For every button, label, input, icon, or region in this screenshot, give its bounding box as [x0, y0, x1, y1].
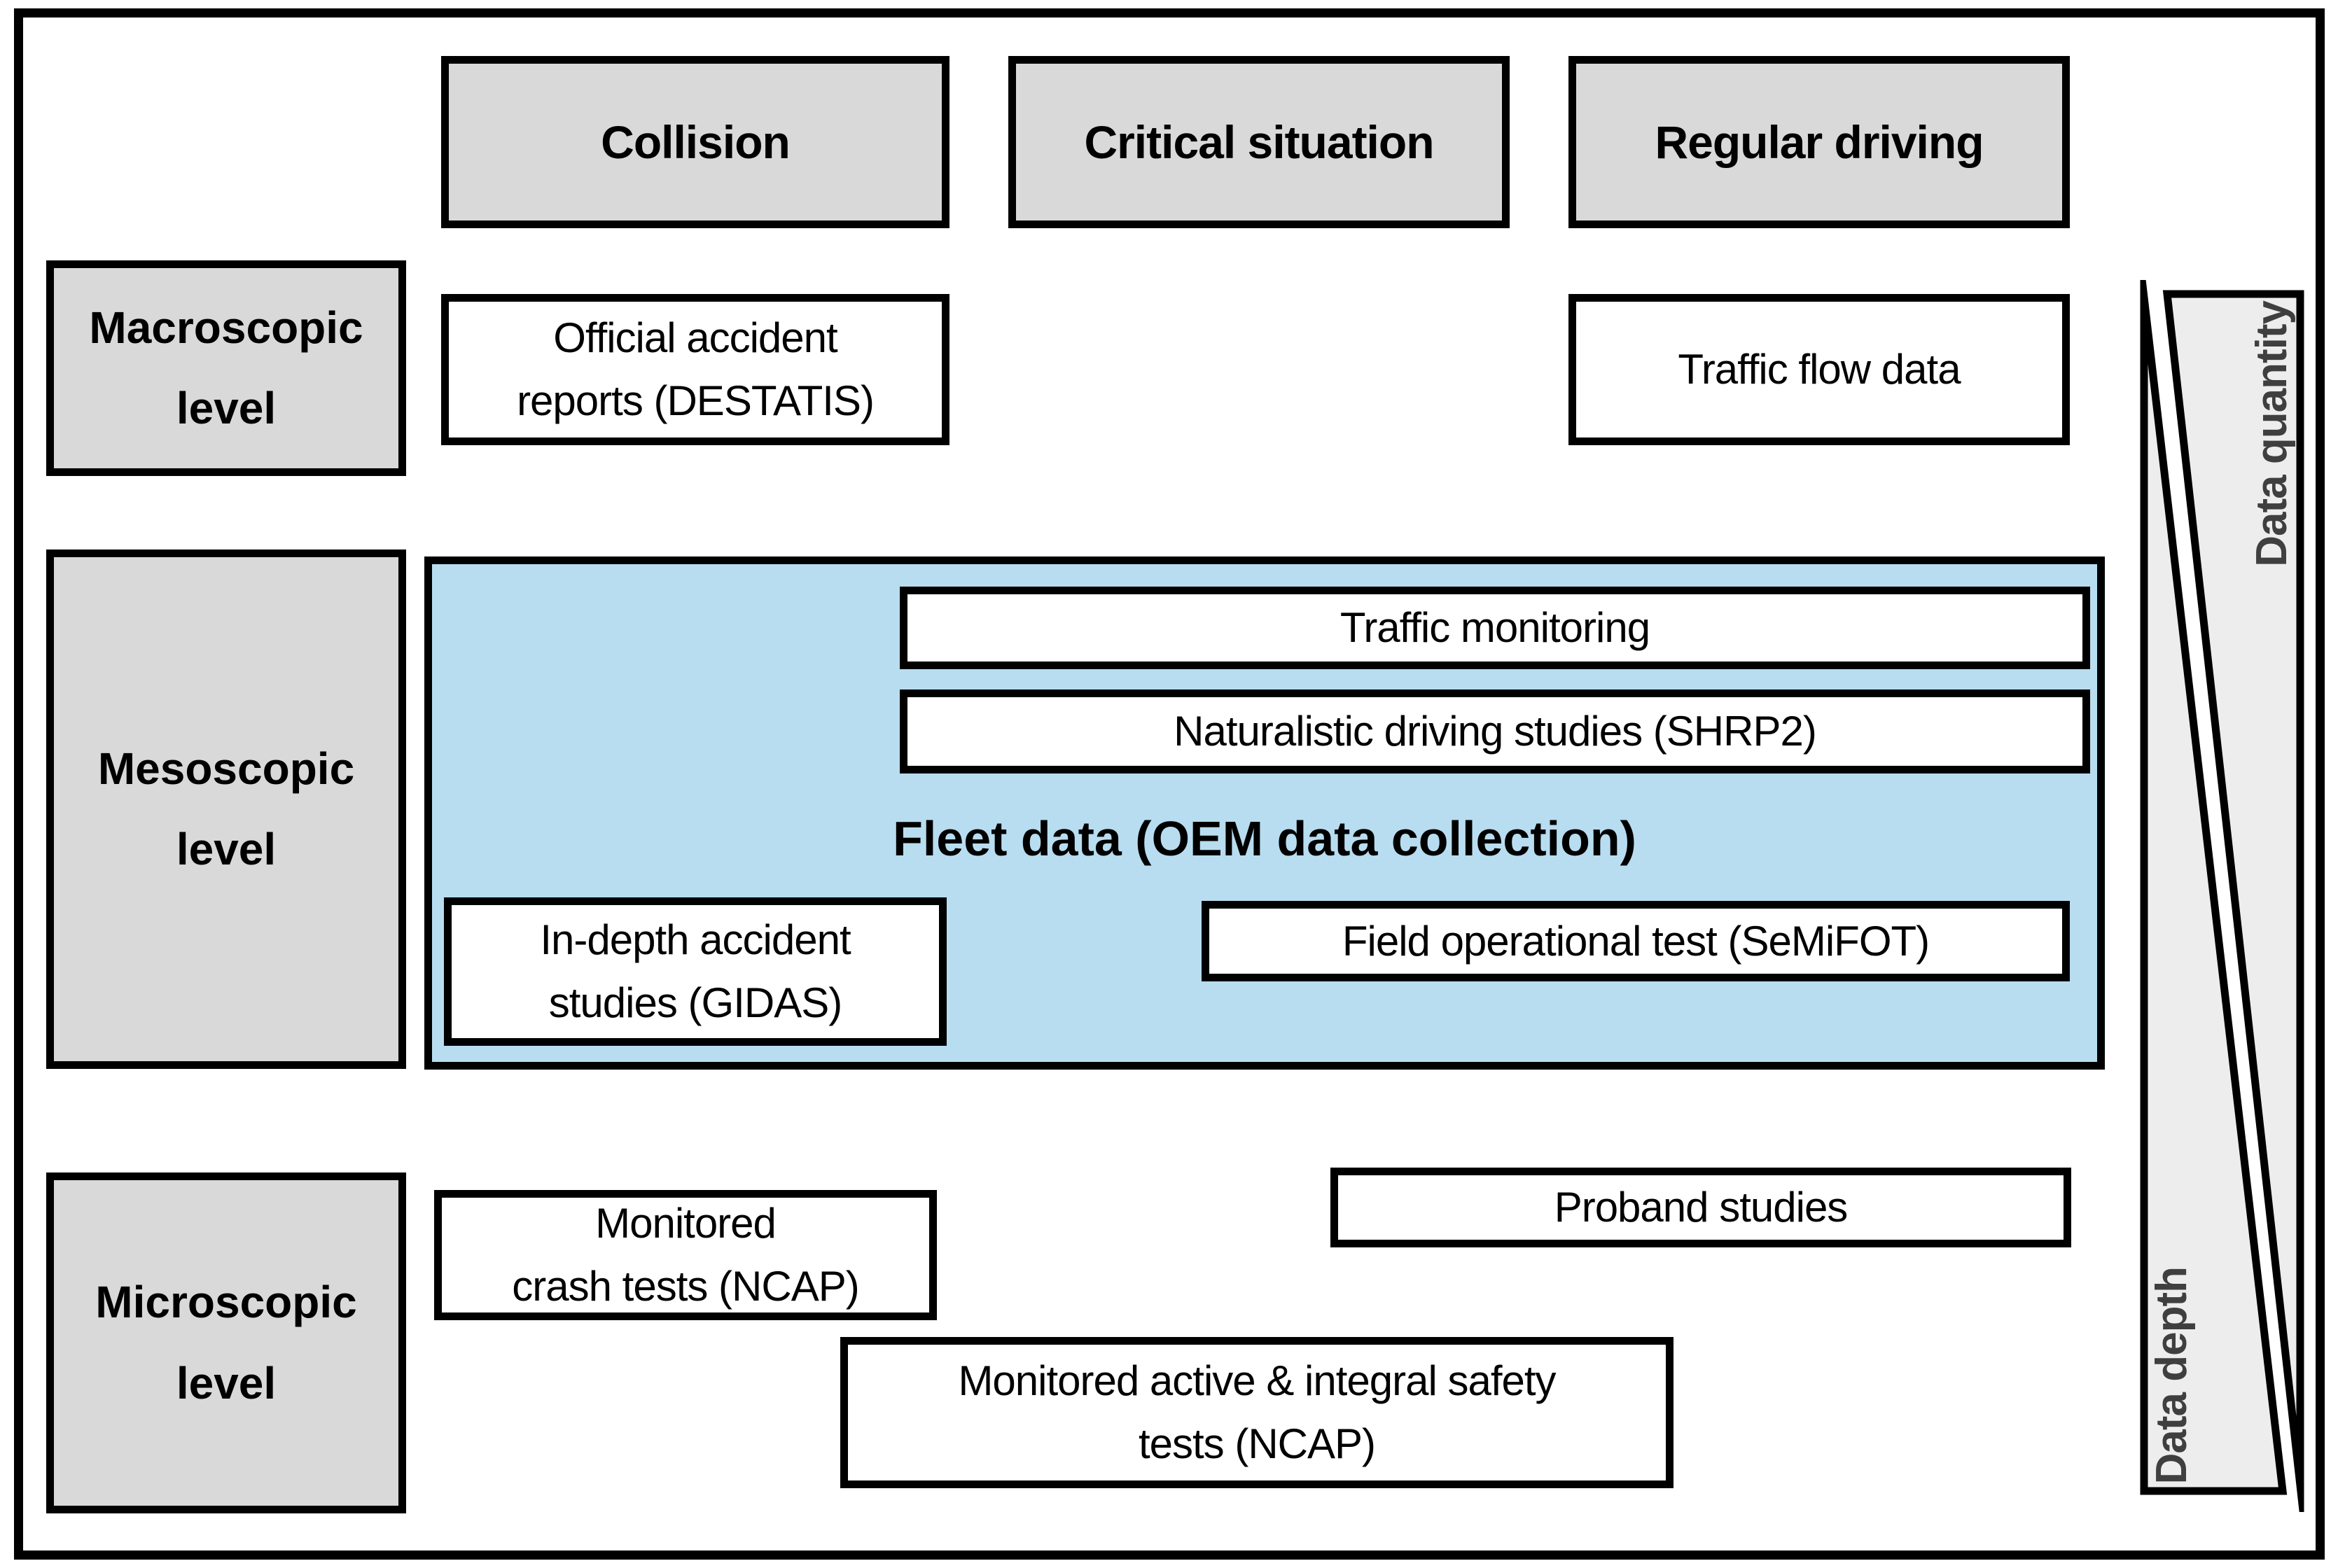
axis-triangles-graphic: [2140, 280, 2304, 1512]
fleet-data-label: Fleet data (OEM data collection): [893, 811, 1636, 866]
box-field-operational-test: Field operational test (SeMiFOT): [1202, 901, 2070, 981]
data-axis-indicator: Data quantity Data depth: [2122, 280, 2318, 1512]
column-header-critical-situation: Critical situation: [1008, 56, 1510, 228]
row-label-macroscopic-level: Macroscopic level: [46, 260, 406, 476]
row-label-mesoscopic-level: Mesoscopic level: [46, 550, 406, 1069]
box-official-accident-reports: Official accident reports (DESTATIS): [441, 294, 949, 445]
box-in-depth-accident-studies: In-depth accident studies (GIDAS): [444, 897, 947, 1046]
box-monitored-crash-tests: Monitored crash tests (NCAP): [434, 1190, 937, 1320]
box-traffic-flow-data: Traffic flow data: [1568, 294, 2070, 445]
data-quantity-triangle: [2162, 290, 2304, 1512]
data-depth-label: Data depth: [2148, 1266, 2196, 1484]
row-label-microscopic-level: Microscopic level: [46, 1172, 406, 1513]
box-proband-studies: Proband studies: [1330, 1168, 2071, 1247]
column-header-collision: Collision: [441, 56, 949, 228]
column-header-regular-driving: Regular driving: [1568, 56, 2070, 228]
box-naturalistic-driving-studies: Naturalistic driving studies (SHRP2): [900, 690, 2090, 774]
data-quantity-label: Data quantity: [2248, 301, 2296, 567]
data-depth-triangle: [2140, 280, 2288, 1495]
box-traffic-monitoring: Traffic monitoring: [900, 587, 2090, 669]
box-monitored-active-safety-tests: Monitored active & integral safety tests…: [840, 1337, 1674, 1488]
